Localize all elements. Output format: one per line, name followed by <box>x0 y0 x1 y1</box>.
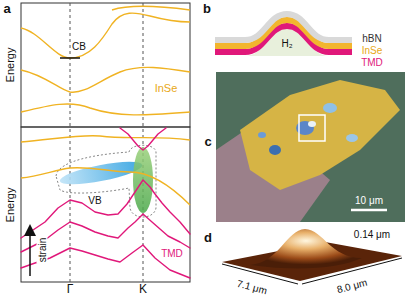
panel-letter: b <box>203 2 211 16</box>
flake <box>240 80 400 190</box>
k-line <box>143 3 144 282</box>
band-curve <box>112 6 190 10</box>
layer-label: hBN <box>362 33 381 44</box>
bubble-spot <box>258 132 266 138</box>
panel-letter: c <box>204 135 211 149</box>
band-label: VB <box>88 195 101 206</box>
tmd-band <box>120 128 166 150</box>
axis-label: Energy <box>4 48 16 83</box>
dashed-outline <box>56 145 156 217</box>
material-label: TMD <box>161 248 183 259</box>
surface-peak <box>250 229 362 269</box>
k-point-label: K <box>139 283 147 296</box>
strain-arrow <box>29 230 31 276</box>
layer-label: TMD <box>361 57 383 68</box>
plot-frame <box>21 3 190 127</box>
band-curve <box>21 104 190 115</box>
hbn-layer <box>215 14 352 40</box>
material-label: InSe <box>155 82 178 94</box>
bubble-spot <box>346 134 358 142</box>
gamma-line <box>70 3 71 282</box>
bubble-spot <box>308 121 316 127</box>
scale-label: 10 μm <box>355 195 383 206</box>
panel-letter: d <box>204 231 212 245</box>
bubble-spot <box>269 145 281 155</box>
panel-letter: a <box>3 2 10 16</box>
k-point-label: Γ <box>67 283 74 296</box>
dimension-label: 7.1 μm <box>236 278 269 297</box>
strain-label: strain <box>37 237 48 263</box>
conduction-band <box>21 13 190 58</box>
cb-minimum-mark <box>60 57 80 59</box>
optical-image <box>216 72 405 222</box>
layer-label: InSe <box>362 45 383 56</box>
bubble-spot <box>323 103 337 113</box>
height-label: 0.14 μm <box>354 229 390 240</box>
scale-bar <box>351 209 387 212</box>
band-curve <box>21 136 190 142</box>
zoom-square <box>299 115 325 141</box>
dimension-label: 8.0 μm <box>336 277 369 296</box>
axis-label: Energy <box>4 188 16 223</box>
bubble-label: H₂ <box>281 38 292 49</box>
plot-frame <box>21 127 190 282</box>
valence-band <box>21 168 190 205</box>
band-label: CB <box>72 41 86 52</box>
tmd-band <box>21 180 190 238</box>
